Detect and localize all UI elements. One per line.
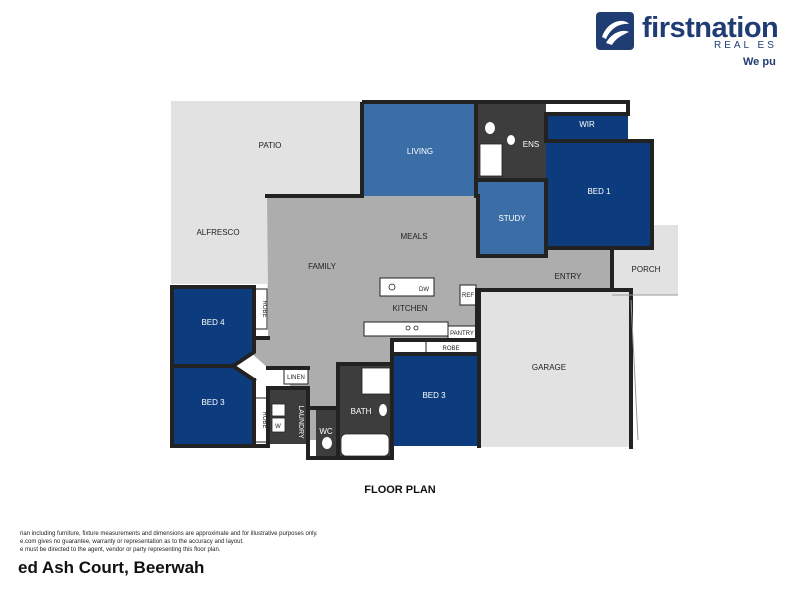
shower-ensuite [479, 143, 503, 177]
bed3-left-area [174, 366, 254, 444]
shower-bath [361, 367, 391, 395]
label-bed4: BED 4 [201, 318, 225, 327]
bathtub-icon [340, 433, 390, 457]
brand-subtitle: REAL ES [714, 40, 777, 51]
walls [170, 100, 654, 460]
label-garage: GARAGE [532, 363, 566, 372]
tub-icon [271, 403, 286, 417]
brand-name: firstnation [642, 12, 779, 44]
bed1-area [546, 141, 652, 247]
washer-box [271, 417, 286, 433]
disclaimer-line: e.com gives no guarantee, warranty or re… [20, 539, 244, 545]
label-wc: WC [319, 427, 333, 436]
label-laundry: LAUNDRY [297, 405, 304, 439]
label-bed3-left: BED 3 [201, 398, 225, 407]
disclaimer-line: e must be directed to the agent, vendor … [20, 547, 221, 553]
cooktop-icon [405, 325, 411, 331]
wir-area [546, 114, 628, 141]
label-meals: MEALS [400, 232, 427, 241]
bed4-area [174, 287, 254, 366]
brand-logo: firstnation REAL ES We pu [596, 10, 800, 70]
brand-tagline: We pu [743, 56, 776, 68]
label-patio: PATIO [259, 141, 282, 150]
study-area [478, 181, 545, 256]
label-study: STUDY [498, 214, 526, 223]
label-robe-bed4: ROBE [261, 300, 267, 317]
wc-area [316, 408, 338, 458]
label-w: W [275, 424, 281, 430]
basin-icon [507, 135, 515, 145]
label-robe-bed3-right: ROBE [442, 346, 459, 352]
label-ens: ENS [523, 140, 539, 149]
alfresco-area [171, 196, 267, 284]
patio-area [171, 101, 362, 197]
label-ref: REF [462, 293, 474, 299]
label-kitchen: KITCHEN [392, 304, 427, 313]
label-linen: LINEN [287, 375, 305, 381]
label-bath: BATH [351, 407, 372, 416]
label-living: LIVING [407, 147, 433, 156]
kitchen-sink-icon [388, 283, 396, 291]
garage-area [479, 290, 631, 447]
label-alfresco: ALFRESCO [196, 228, 239, 237]
disclaimer: rian including furniture, fixture measur… [20, 530, 318, 554]
living-area [364, 104, 476, 196]
kitchen-island [379, 277, 435, 297]
label-robe-bed3-left: ROBE [261, 411, 267, 428]
disclaimer-line: rian including furniture, fixture measur… [20, 531, 318, 537]
family-meals-area [267, 196, 612, 364]
label-dw: DW [419, 287, 429, 293]
label-bed1: BED 1 [587, 187, 611, 196]
label-porch: PORCH [632, 265, 661, 274]
label-pantry: PANTRY [450, 331, 474, 337]
label-entry: ENTRY [555, 272, 583, 281]
property-address: ed Ash Court, Beerwah [18, 558, 205, 577]
label-wir: WIR [579, 120, 595, 129]
plan-title: FLOOR PLAN [364, 484, 436, 496]
label-bed3-right: BED 3 [422, 391, 446, 400]
basin-bath-icon [379, 404, 387, 416]
label-family: FAMILY [308, 262, 337, 271]
logo-mark-icon [596, 12, 634, 50]
toilet-icon [485, 122, 495, 134]
cooktop-icon [413, 325, 419, 331]
garage-door [630, 299, 639, 441]
bed3-right-area [392, 354, 477, 446]
wc-toilet-icon [322, 437, 332, 449]
